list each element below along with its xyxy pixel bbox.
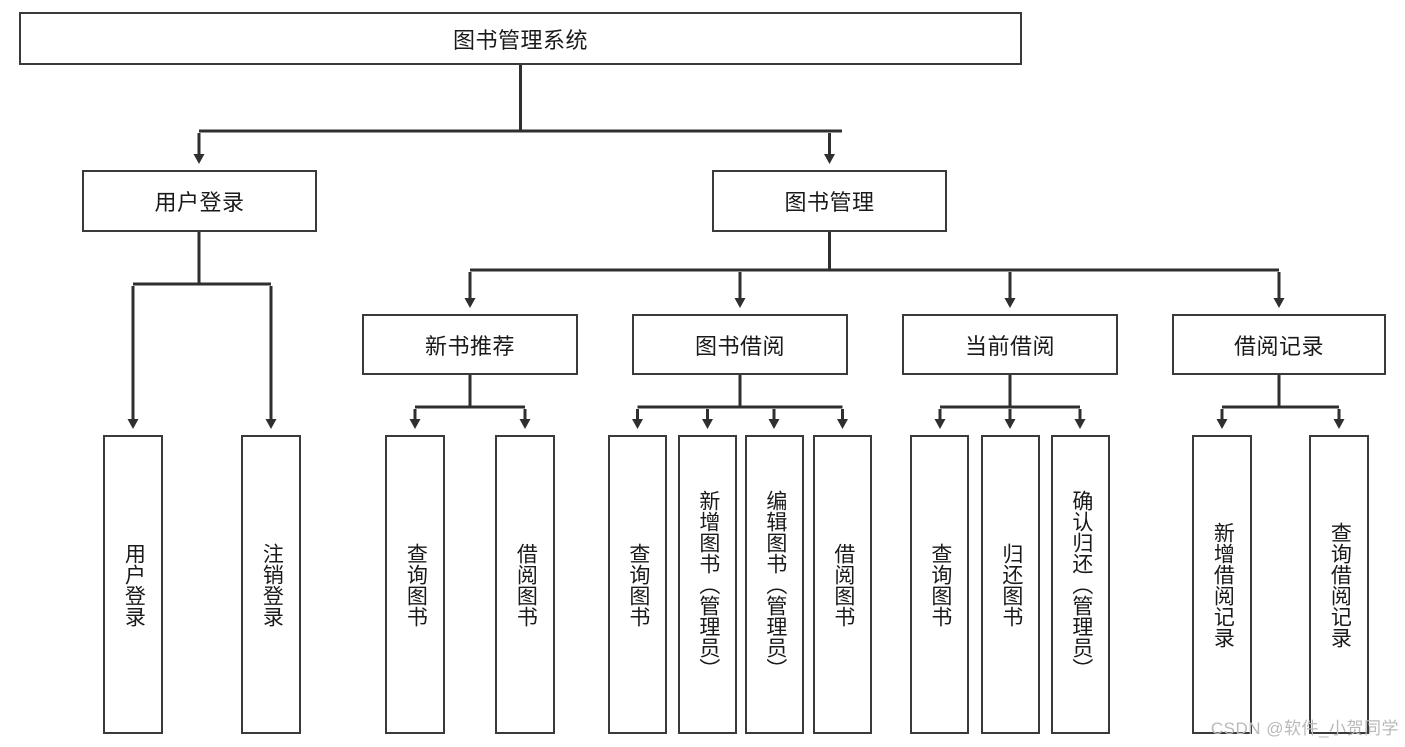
node-user-login[interactable]: 用户登录 bbox=[82, 170, 317, 232]
leaf-add-borrow-record[interactable]: 新增借阅记录 bbox=[1192, 435, 1252, 734]
leaf-label: 查询图书 bbox=[626, 542, 650, 627]
leaf-label: 确认归还（管理员） bbox=[1069, 490, 1093, 679]
leaf-user-login[interactable]: 用户登录 bbox=[103, 435, 163, 734]
node-label: 图书管理系统 bbox=[452, 27, 588, 53]
leaf-label: 新增图书（管理员） bbox=[696, 490, 720, 679]
leaf-label: 编辑图书（管理员） bbox=[763, 490, 787, 679]
leaf-label: 归还图书 bbox=[999, 542, 1023, 627]
leaf-confirm-return-admin[interactable]: 确认归还（管理员） bbox=[1051, 435, 1110, 734]
leaf-label: 新增借阅记录 bbox=[1211, 521, 1235, 648]
leaf-borrow-book-1[interactable]: 借阅图书 bbox=[495, 435, 555, 734]
leaf-query-book-3[interactable]: 查询图书 bbox=[910, 435, 969, 734]
node-label: 借阅记录 bbox=[1233, 333, 1324, 359]
node-label: 图书管理 bbox=[784, 190, 875, 215]
leaf-borrow-book-2[interactable]: 借阅图书 bbox=[813, 435, 872, 734]
leaf-logout-login[interactable]: 注销登录 bbox=[241, 435, 301, 734]
node-book-management[interactable]: 图书管理 bbox=[712, 170, 947, 232]
leaf-return-book[interactable]: 归还图书 bbox=[981, 435, 1040, 734]
node-label: 图书借阅 bbox=[694, 333, 785, 359]
leaf-edit-book-admin[interactable]: 编辑图书（管理员） bbox=[745, 435, 804, 734]
leaf-query-book-1[interactable]: 查询图书 bbox=[385, 435, 445, 734]
leaf-label: 查询图书 bbox=[928, 542, 952, 627]
node-book-borrow[interactable]: 图书借阅 bbox=[632, 314, 848, 375]
node-current-borrow[interactable]: 当前借阅 bbox=[902, 314, 1118, 375]
leaf-query-book-2[interactable]: 查询图书 bbox=[608, 435, 667, 734]
leaf-label: 查询借阅记录 bbox=[1328, 521, 1352, 648]
leaf-label: 查询图书 bbox=[404, 542, 428, 627]
node-label: 新书推荐 bbox=[424, 333, 515, 359]
node-borrow-record[interactable]: 借阅记录 bbox=[1172, 314, 1386, 375]
leaf-label: 用户登录 bbox=[122, 542, 146, 627]
leaf-label: 注销登录 bbox=[260, 542, 284, 627]
node-new-book-recommend[interactable]: 新书推荐 bbox=[362, 314, 578, 375]
leaf-add-book-admin[interactable]: 新增图书（管理员） bbox=[678, 435, 737, 734]
node-book-management-system[interactable]: 图书管理系统 bbox=[19, 12, 1022, 65]
node-label: 当前借阅 bbox=[964, 333, 1055, 359]
csdn-watermark: CSDN @软件_小贺同学 bbox=[1210, 719, 1399, 738]
leaf-query-borrow-record[interactable]: 查询借阅记录 bbox=[1309, 435, 1369, 734]
leaf-label: 借阅图书 bbox=[831, 542, 855, 627]
leaf-label: 借阅图书 bbox=[514, 542, 538, 627]
node-label: 用户登录 bbox=[154, 190, 245, 215]
